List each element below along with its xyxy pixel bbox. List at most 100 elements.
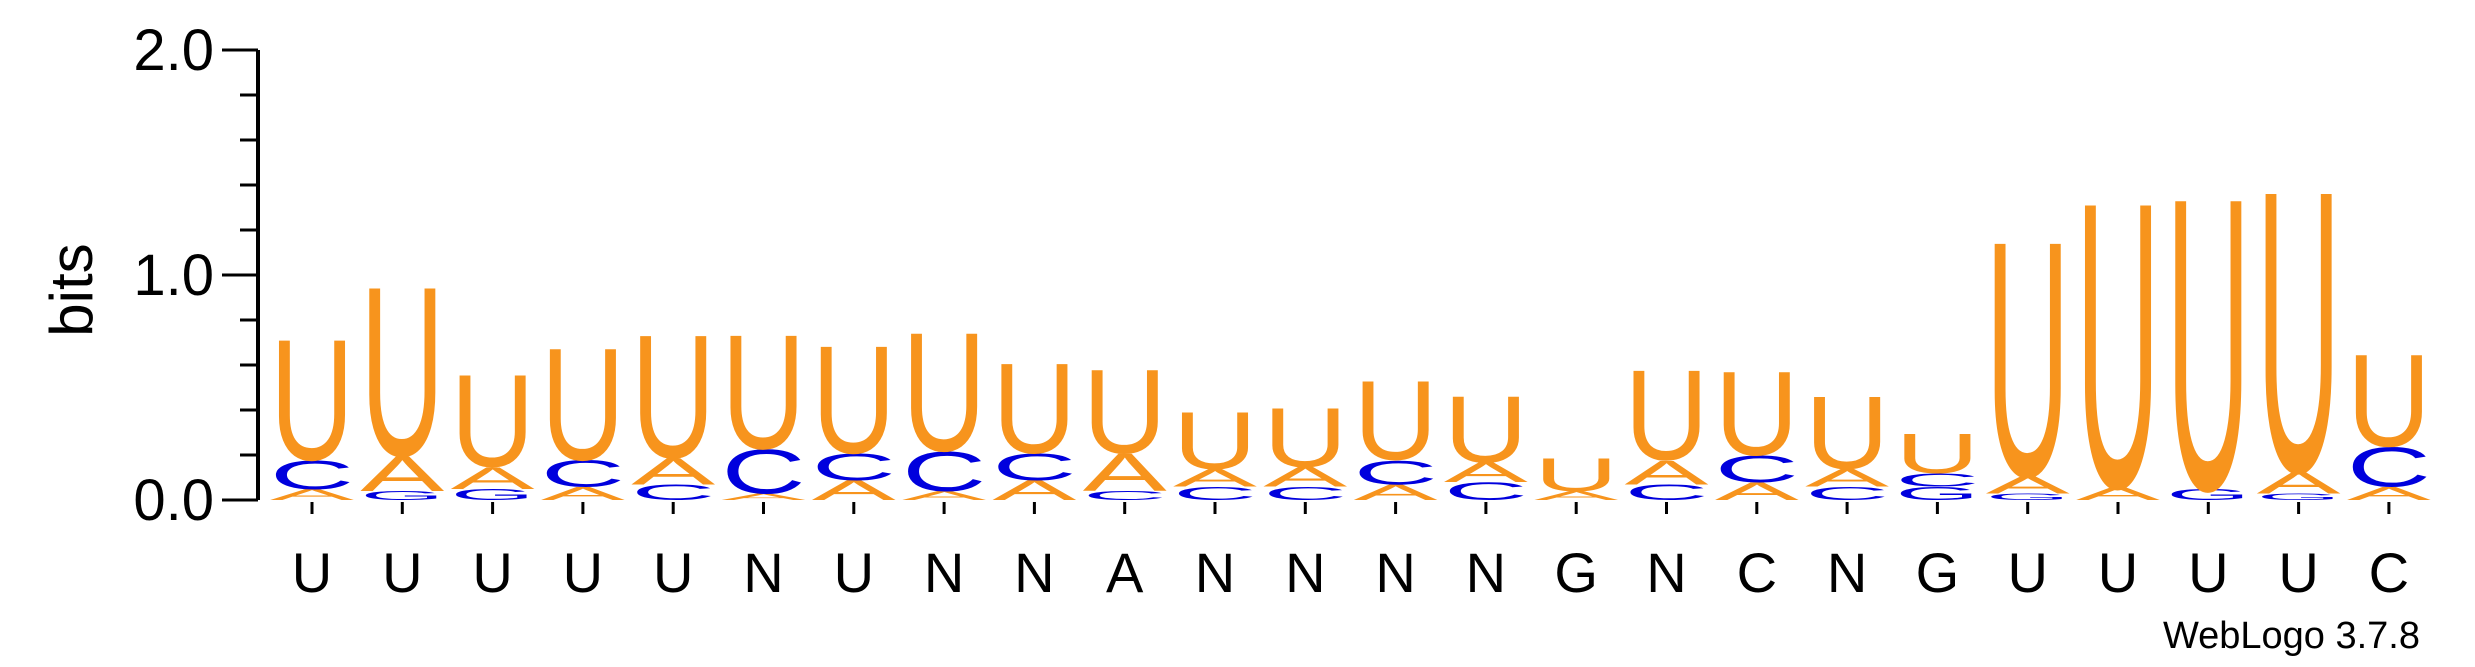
logo-letter-U: U — [2347, 327, 2431, 475]
logo-letter-A: A — [1534, 489, 1619, 503]
x-tick-label: G — [1916, 541, 1960, 604]
logo-letter-A: A — [1805, 464, 1890, 492]
x-tick-label: A — [1106, 541, 1144, 604]
logo-letter-U: U — [722, 300, 806, 483]
logo-letter-A: A — [722, 492, 807, 502]
x-tick-label: U — [563, 541, 603, 604]
logo-letter-C: C — [1263, 483, 1347, 504]
logo-letter-C: C — [541, 453, 625, 495]
y-tick-label: 1.0 — [133, 243, 214, 308]
x-tick-label: U — [2007, 541, 2047, 604]
y-axis-label: bits — [38, 243, 105, 336]
logo-letter-A: A — [1263, 461, 1347, 493]
logo-letter-U: U — [2257, 108, 2341, 557]
logo-letter-A: A — [1715, 478, 1800, 506]
logo-letter-U: U — [1263, 389, 1347, 484]
logo-letter-C: C — [992, 446, 1076, 488]
logo-letter-U: U — [1805, 375, 1889, 491]
logo-letter-G: G — [451, 486, 535, 504]
logo-letter-U: U — [992, 338, 1076, 481]
logo-letter-C: C — [812, 446, 896, 488]
logo-letter-A: A — [1354, 480, 1439, 505]
logo-letter-C: C — [1083, 489, 1167, 503]
x-tick-label: U — [382, 541, 422, 604]
logo-letter-C: C — [1444, 478, 1528, 506]
logo-letter-U: U — [902, 297, 986, 487]
x-tick-label: N — [1285, 541, 1325, 604]
logo-letter-A: A — [1083, 442, 1168, 502]
x-tick-label: N — [1375, 541, 1415, 604]
logo-letter-A: A — [902, 489, 987, 503]
weblogo-credit: WebLogo 3.7.8 — [2163, 615, 2420, 657]
x-tick-label: U — [292, 541, 332, 604]
logo-letter-G: G — [1986, 492, 2070, 502]
logo-letter-U: U — [812, 313, 896, 486]
logo-letter-A: A — [1173, 464, 1258, 492]
x-tick-label: U — [834, 541, 874, 604]
logo-letter-A: A — [992, 474, 1076, 506]
logo-letter-A: A — [812, 474, 896, 506]
logo-letter-C: C — [722, 436, 806, 507]
logo-letter-U: U — [1715, 348, 1799, 481]
logo-letter-G: G — [1895, 483, 1979, 504]
x-tick-label: N — [1466, 541, 1506, 604]
logo-letter-U: U — [1895, 422, 1979, 485]
x-tick-label: N — [743, 541, 783, 604]
logo-letter-A: A — [2076, 483, 2160, 504]
y-tick-label: 2.0 — [133, 18, 214, 83]
logo-letter-C: C — [1715, 449, 1799, 491]
logo-letter-A: A — [541, 483, 625, 504]
logo-letter-U: U — [2166, 112, 2250, 578]
logo-letter-G: G — [360, 489, 444, 503]
logo-letter-A: A — [1625, 453, 1709, 492]
logo-letter-U: U — [1173, 395, 1257, 486]
logo-letter-C: C — [631, 480, 715, 505]
logo-letter-A: A — [451, 460, 536, 495]
x-tick-label: N — [1827, 541, 1867, 604]
x-tick-label: N — [924, 541, 964, 604]
logo-letter-C: C — [902, 440, 986, 503]
logo-letter-C: C — [1805, 483, 1889, 504]
x-tick-label: C — [2369, 541, 2409, 604]
logo-letter-A: A — [270, 486, 354, 504]
logo-letter-U: U — [1986, 170, 2070, 547]
x-tick-label: U — [2098, 541, 2138, 604]
logo-letter-A: A — [1986, 471, 2071, 499]
logo-letter-U: U — [1083, 345, 1167, 478]
x-tick-label: U — [472, 541, 512, 604]
logo-letter-C: C — [1173, 483, 1257, 504]
x-tick-label: C — [1737, 541, 1777, 604]
y-tick-label: 0.0 — [133, 468, 214, 533]
logo-letter-U: U — [1625, 344, 1709, 487]
y-axis: 0.0 1.0 2.0 — [133, 18, 260, 533]
logo-letter-G: G — [2166, 486, 2250, 504]
logo-letter-A: A — [2347, 483, 2431, 504]
logo-letter-U: U — [541, 316, 625, 495]
logo-letter-A: A — [631, 451, 716, 493]
x-tick-label: N — [1195, 541, 1235, 604]
logo-letter-U: U — [360, 237, 444, 508]
logo-letter-U: U — [270, 303, 354, 496]
logo-letter-A: A — [2257, 465, 2342, 500]
logo-letter-U: U — [1534, 448, 1618, 501]
logo-letter-C: C — [1625, 480, 1709, 505]
x-tick-label: N — [1014, 541, 1054, 604]
x-tick-label: U — [2188, 541, 2228, 604]
logo-letter-G: G — [2257, 492, 2341, 502]
x-tick-label: N — [1646, 541, 1686, 604]
logo-letter-U: U — [451, 347, 535, 495]
logo-letter-A: A — [1444, 456, 1528, 488]
logo-letter-C: C — [2347, 436, 2431, 499]
logo-letter-C: C — [1895, 470, 1979, 491]
logo-letter-U: U — [2076, 118, 2160, 574]
logo-letter-U: U — [631, 299, 715, 496]
x-tick-label: U — [2278, 541, 2318, 604]
logo-letter-U: U — [1354, 357, 1438, 484]
x-tick-label: G — [1554, 541, 1598, 604]
x-tick-label: U — [653, 541, 693, 604]
logo-letter-C: C — [270, 452, 354, 497]
logo-letter-U: U — [1444, 376, 1528, 482]
